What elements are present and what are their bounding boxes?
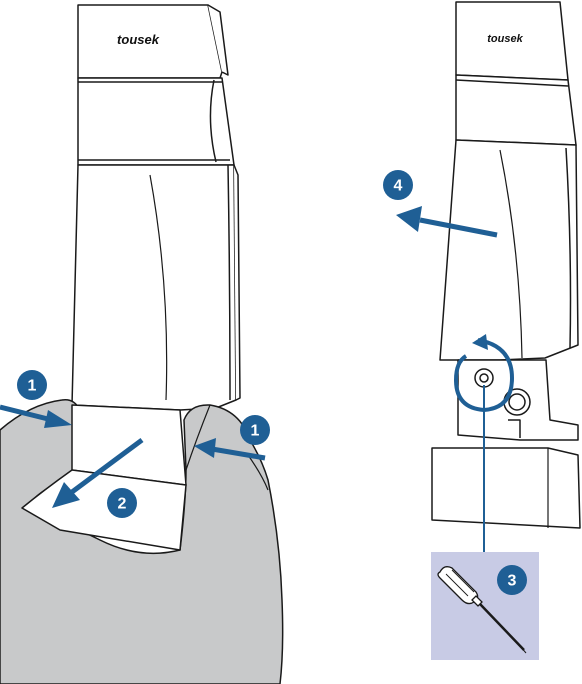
right-logo: tousek [487,33,523,45]
svg-text:1: 1 [251,423,260,440]
step-3-badge: 3 [497,565,527,595]
step-1-right-arrow [194,438,266,461]
right-device-bottom-cap [431,447,581,529]
left-device-top-cap [77,4,223,79]
right-logo-text: tousek [487,33,523,45]
screwdriver-panel: 3 [431,552,539,660]
step-4-arrow [396,206,498,238]
step-1-left-arrow [0,404,72,428]
svg-text:2: 2 [118,496,127,513]
left-device [71,4,241,411]
right-device [431,1,581,529]
svg-text:4: 4 [394,178,403,195]
left-logo: tousek [117,32,160,47]
step-1-right-badge: 1 [240,415,270,445]
svg-text:3: 3 [508,573,517,590]
step-2-arrow [52,437,144,508]
step-4-badge: 4 [383,170,413,200]
screw-head [474,368,494,388]
step-2-badge: 2 [107,488,137,518]
hand-illustration [0,398,284,684]
left-logo-text: tousek [117,32,160,47]
screwdriver-icon [437,566,527,654]
svg-text:1: 1 [28,378,37,395]
right-device-main-body [439,139,579,361]
step-1-left-badge: 1 [17,370,47,400]
